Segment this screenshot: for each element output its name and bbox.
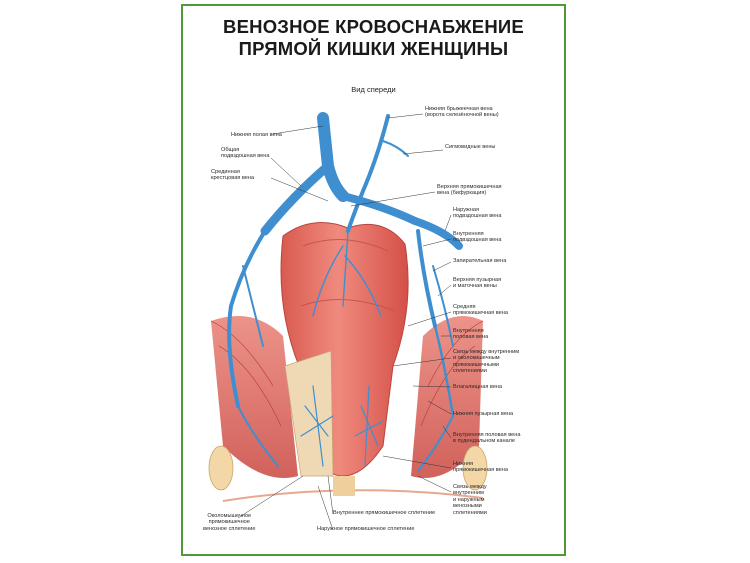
- poster-frame: ВЕНОЗНОЕ КРОВОСНАБЖЕНИЕ ПРЯМОЙ КИШКИ ЖЕН…: [181, 4, 566, 556]
- label-sigmoid-veins: Сигмовидные вены: [445, 144, 496, 150]
- external-iliac-vein: [411, 217, 463, 250]
- label-internal-external-connection: Связь между внутренним и наружным венозн…: [453, 484, 487, 516]
- label-internal-rectal-plexus: Внутреннее прямокишечное сплетение: [333, 510, 436, 516]
- label-inferior-vena-cava: Нижняя полая вена: [231, 132, 282, 138]
- label-common-iliac-vein: Общая подвздошная вена: [221, 147, 270, 160]
- label-vaginal-vein: Влагалищная вена: [453, 384, 503, 390]
- title-line-1: ВЕНОЗНОЕ КРОВОСНАБЖЕНИЕ: [223, 16, 524, 37]
- label-obturator-vein: Запирательная вена: [453, 258, 507, 264]
- label-superior-vesical-uterine-veins: Верхняя пузырная и маточная вены: [453, 277, 502, 290]
- label-internal-pudendal-vein: Внутренняя половая вена: [453, 328, 489, 341]
- label-plexus-connection: Связь между внутренним и околокишечным п…: [453, 349, 520, 375]
- common-iliac-vein-left: [260, 161, 333, 236]
- label-inferior-rectal-vein: Нижняя прямокишечная вена: [453, 461, 508, 474]
- rectal-plexus: [300, 385, 384, 467]
- common-iliac-vein-right: [339, 192, 419, 225]
- title-line-2: ПРЯМОЙ КИШКИ ЖЕНЩИНЫ: [238, 38, 509, 59]
- label-internal-iliac-vein: Внутренняя подвздошная вена: [453, 231, 502, 244]
- label-median-sacral-vein: Срединная крестцовая вена: [211, 169, 255, 182]
- sigmoid-vein: [382, 140, 409, 157]
- label-middle-rectal-vein: Средняя прямокишечная вена: [453, 304, 508, 317]
- inferior-mesenteric-vein: [346, 114, 390, 233]
- label-inferior-vesical-vein: Нижняя пузырная вена: [453, 411, 514, 417]
- poster-title: ВЕНОЗНОЕ КРОВОСНАБЖЕНИЕ ПРЯМОЙ КИШКИ ЖЕН…: [183, 16, 564, 60]
- label-inferior-mesenteric-vein: Нижняя брыжеечная вена (ворота селезёноч…: [425, 106, 499, 119]
- leader-lines: [237, 113, 452, 531]
- venous-system: [227, 112, 463, 472]
- left-pelvic-veins: [227, 229, 267, 408]
- ischial-tuberosities: [208, 445, 488, 491]
- anal-canal-section: [284, 350, 334, 477]
- label-external-iliac-vein: Наружная подвздошная вена: [453, 207, 502, 220]
- label-superior-rectal-vein: Верхняя прямокишечная вена (бифуркация): [437, 184, 502, 197]
- superior-rectal-vein: [312, 230, 382, 317]
- label-internal-pudendal-in-canal: Внутренняя половая вена в пудендальном к…: [453, 432, 521, 445]
- view-caption: Вид спереди: [351, 85, 396, 94]
- anatomy-illustration: [208, 112, 488, 531]
- inferior-vena-cava: [317, 112, 349, 202]
- label-external-rectal-plexus: Наружное прямокишечное сплетение: [317, 526, 415, 532]
- pelvic-muscles: [210, 316, 484, 478]
- label-perimuscular-plexus: Околомышечное прямокишечное венозное спл…: [203, 513, 256, 532]
- internal-iliac-vein: [416, 229, 437, 328]
